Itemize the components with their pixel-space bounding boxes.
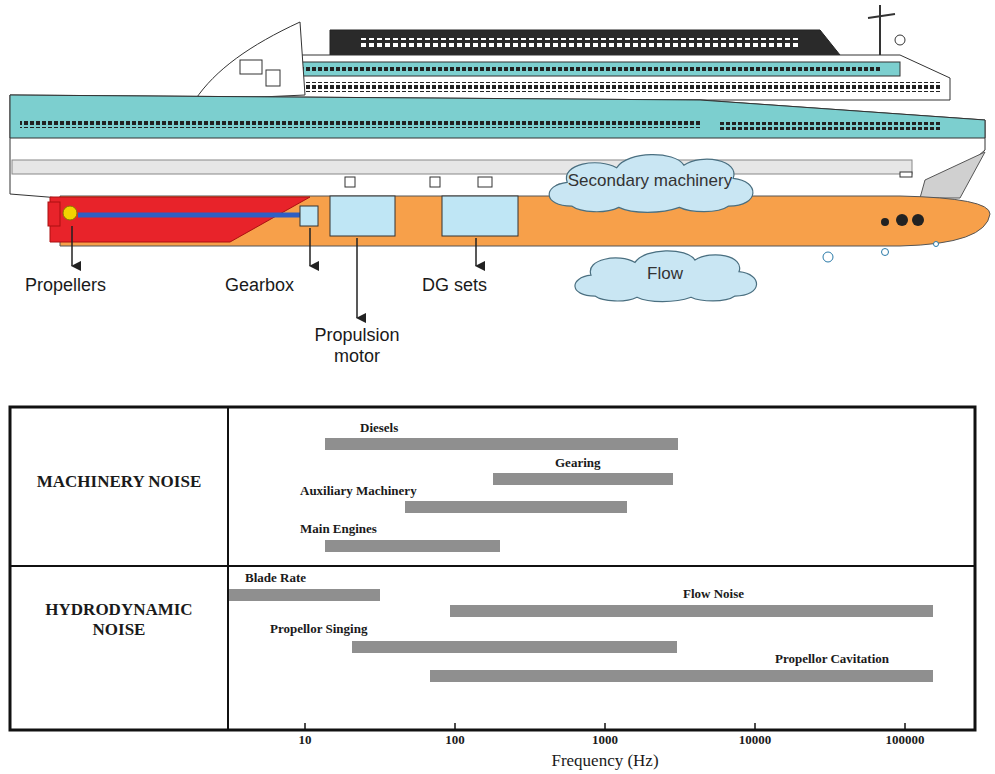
- tick-label-text: 100000: [886, 733, 925, 748]
- part-label: Propulsion motor: [292, 325, 422, 366]
- bar-label: Gearing: [555, 456, 601, 471]
- bar-label-text: Diesels: [360, 421, 398, 436]
- cloud-label: Secondary machinery: [538, 148, 762, 214]
- axis-title-text: Frequency (Hz): [551, 751, 658, 771]
- bar-label: Blade Rate: [245, 571, 306, 586]
- tick-label: 1000: [592, 733, 618, 748]
- cloud-text: Flow: [647, 264, 683, 284]
- cloud-text: Secondary machinery: [568, 171, 732, 191]
- bar-label: Diesels: [360, 421, 398, 436]
- bar-label-text: Main Engines: [300, 522, 377, 537]
- axis-title: Frequency (Hz): [551, 751, 658, 771]
- tick-label: 10000: [739, 733, 772, 748]
- tick-label: 100: [445, 733, 465, 748]
- bar-label-text: Gearing: [555, 456, 601, 471]
- row-header: MACHINERY NOISE: [24, 472, 214, 492]
- bar-label: Flow Noise: [683, 587, 744, 602]
- part-label: DG sets: [422, 275, 487, 296]
- row-header: HYDRODYNAMIC NOISE: [19, 600, 219, 639]
- tick-label-text: 10000: [739, 733, 772, 748]
- tick-label-text: 100: [445, 733, 465, 748]
- bar-label: Propellor Cavitation: [775, 652, 889, 667]
- tick-label-text: 1000: [592, 733, 618, 748]
- tick-label: 100000: [886, 733, 925, 748]
- bar-label-text: Propellor Cavitation: [775, 652, 889, 667]
- bar-label: Propellor Singing: [270, 622, 367, 637]
- part-label-text: Propellers: [25, 275, 106, 296]
- bar-label-text: Blade Rate: [245, 571, 306, 586]
- tick-label: 10: [299, 733, 312, 748]
- part-label: Propellers: [25, 275, 106, 296]
- bar-label-text: Flow Noise: [683, 587, 744, 602]
- row-header-text: MACHINERY NOISE: [37, 472, 202, 492]
- bar-label: Auxiliary Machinery: [300, 484, 417, 499]
- bar-label-text: Propellor Singing: [270, 622, 367, 637]
- bar-label-text: Auxiliary Machinery: [300, 484, 417, 499]
- row-header-text: HYDRODYNAMIC NOISE: [19, 600, 219, 639]
- part-label: Gearbox: [225, 275, 294, 296]
- tick-label-text: 10: [299, 733, 312, 748]
- bar-label: Main Engines: [300, 522, 377, 537]
- part-label-text: DG sets: [422, 275, 487, 296]
- part-label-text: Gearbox: [225, 275, 294, 296]
- cloud-label: Flow: [565, 245, 765, 303]
- part-label-text: Propulsion motor: [292, 325, 422, 366]
